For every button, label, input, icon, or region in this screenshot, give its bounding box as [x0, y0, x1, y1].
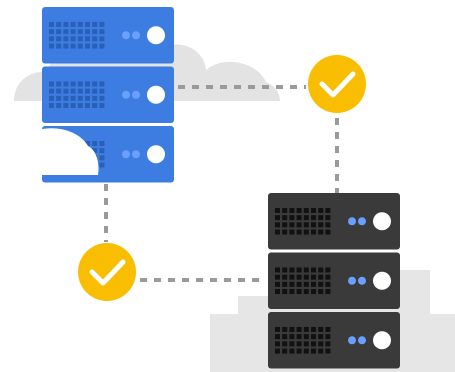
status-led: [122, 150, 130, 159]
status-led: [132, 31, 140, 40]
status-led: [348, 217, 356, 226]
server-unit: [268, 312, 400, 369]
status-led: [122, 31, 130, 40]
status-led: [132, 90, 140, 99]
vent-grid: [275, 326, 331, 354]
server-unit: [268, 252, 400, 309]
vent-grid: [275, 207, 331, 235]
status-led: [358, 276, 366, 285]
power-led: [373, 271, 391, 290]
vent-grid: [49, 81, 105, 109]
power-led: [147, 26, 165, 45]
connector-lines: [104, 85, 339, 282]
vent-grid: [49, 21, 105, 49]
server-unit: [42, 66, 174, 123]
vent-grid: [275, 267, 331, 295]
status-led: [132, 150, 140, 159]
power-led: [373, 212, 391, 231]
power-led: [147, 145, 165, 164]
blue-server-rack: [42, 7, 174, 183]
dark-server-rack: [268, 193, 400, 369]
server-unit: [268, 193, 400, 250]
status-led: [122, 90, 130, 99]
status-led: [358, 217, 366, 226]
status-led: [348, 336, 356, 345]
power-led: [373, 331, 391, 350]
server-unit: [42, 7, 174, 64]
status-led: [358, 336, 366, 345]
status-led: [348, 276, 356, 285]
power-led: [147, 85, 165, 104]
cloud-overlay: [42, 128, 99, 175]
checkmark-icon: [78, 243, 136, 301]
checkmark-icon: [308, 55, 366, 113]
